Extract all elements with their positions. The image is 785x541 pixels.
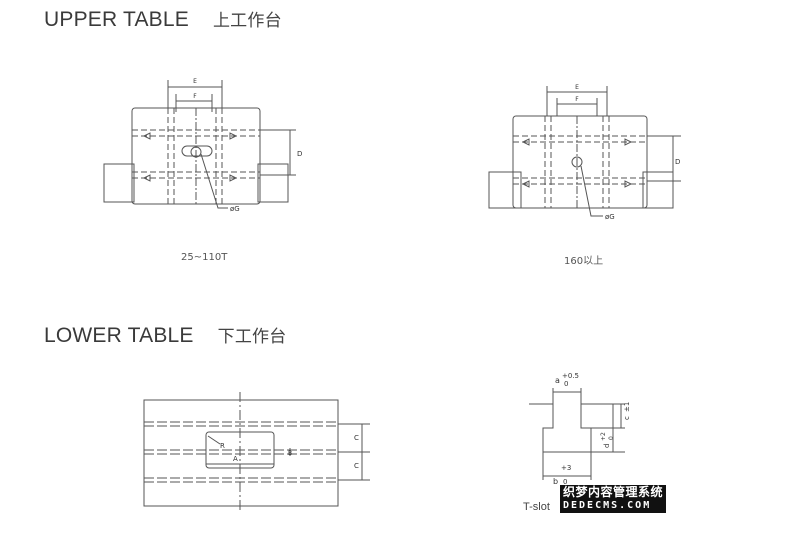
upper-left-label-d: D	[297, 150, 302, 158]
watermark-line1: 织梦内容管理系统	[563, 485, 664, 499]
lower-label-r: R	[220, 442, 225, 450]
upper-table-title-cn: 上工作台	[212, 11, 282, 31]
upper-right-label-d: D	[675, 158, 680, 166]
lower-table-heading: LOWER TABLE 下工作台	[44, 322, 286, 348]
lower-table-title-cn: 下工作台	[217, 327, 287, 347]
upper-left-label-g: øG	[230, 205, 240, 213]
upper-left-caption: 25~110T	[181, 252, 228, 263]
tslot-label-a: a	[555, 376, 560, 385]
t-slot-diagram: a +0.5 0 c ±1 d +2 0 b +3 0	[529, 372, 631, 486]
watermark-line2: DEDECMS.COM	[563, 500, 652, 511]
tslot-label-d: d	[603, 444, 611, 448]
tslot-label-b: b	[553, 477, 558, 486]
upper-left-label-e: E	[193, 78, 197, 85]
upper-table-diagram-large: E F D øG	[488, 84, 681, 221]
watermark: 织梦内容管理系统 DEDECMS.COM	[560, 485, 667, 513]
tslot-label-b-tol-plus: +3	[561, 464, 571, 472]
tslot-label-a-tol-plus: +0.5	[562, 372, 579, 380]
upper-right-label-e: E	[575, 84, 579, 91]
tslot-label-c-tol: ±1	[623, 402, 631, 412]
upper-left-label-f: F	[193, 93, 197, 100]
tslot-label-a-tol-minus: 0	[564, 380, 568, 388]
lower-label-c2: C	[354, 462, 359, 470]
lower-label-a: A	[233, 455, 238, 463]
tslot-label-c: c	[623, 416, 631, 420]
upper-right-label-g: øG	[605, 213, 615, 221]
lower-label-c1: C	[354, 434, 359, 442]
upper-table-diagram-small: E F D øG	[103, 78, 302, 213]
lower-label-b: B	[288, 450, 292, 457]
tslot-caption: T-slot	[523, 501, 550, 513]
lower-table-title: LOWER TABLE	[44, 324, 194, 347]
upper-right-label-f: F	[575, 96, 579, 103]
tslot-label-d-tol-plus: +2	[600, 432, 607, 441]
upper-table-heading: UPPER TABLE 上工作台	[44, 6, 282, 32]
upper-table-title: UPPER TABLE	[44, 8, 189, 31]
upper-right-caption: 160以上	[564, 256, 604, 267]
tslot-label-b-tol-minus: 0	[563, 478, 567, 486]
lower-table-diagram: R A B C C	[143, 392, 370, 510]
tslot-label-d-tol-minus: 0	[608, 436, 615, 440]
